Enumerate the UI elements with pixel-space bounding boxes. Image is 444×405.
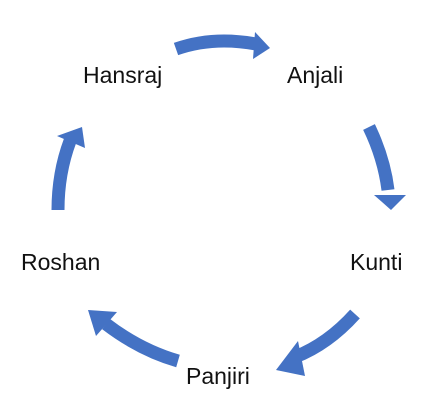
- node-label-kunti: Kunti: [350, 249, 403, 275]
- node-label-panjiri: Panjiri: [186, 363, 250, 389]
- node-label-roshan: Roshan: [21, 249, 101, 275]
- node-label-anjali: Anjali: [287, 62, 344, 88]
- node-label-hansraj: Hansraj: [83, 62, 163, 88]
- arrow-anjali-to-kunti: [363, 124, 406, 210]
- arrow-roshan-to-hansraj: [51, 127, 85, 211]
- arrow-hansraj-to-anjali: [173, 32, 270, 59]
- arrow-panjiri-to-roshan: [88, 310, 180, 368]
- arrow-kunti-to-panjiri: [276, 309, 360, 376]
